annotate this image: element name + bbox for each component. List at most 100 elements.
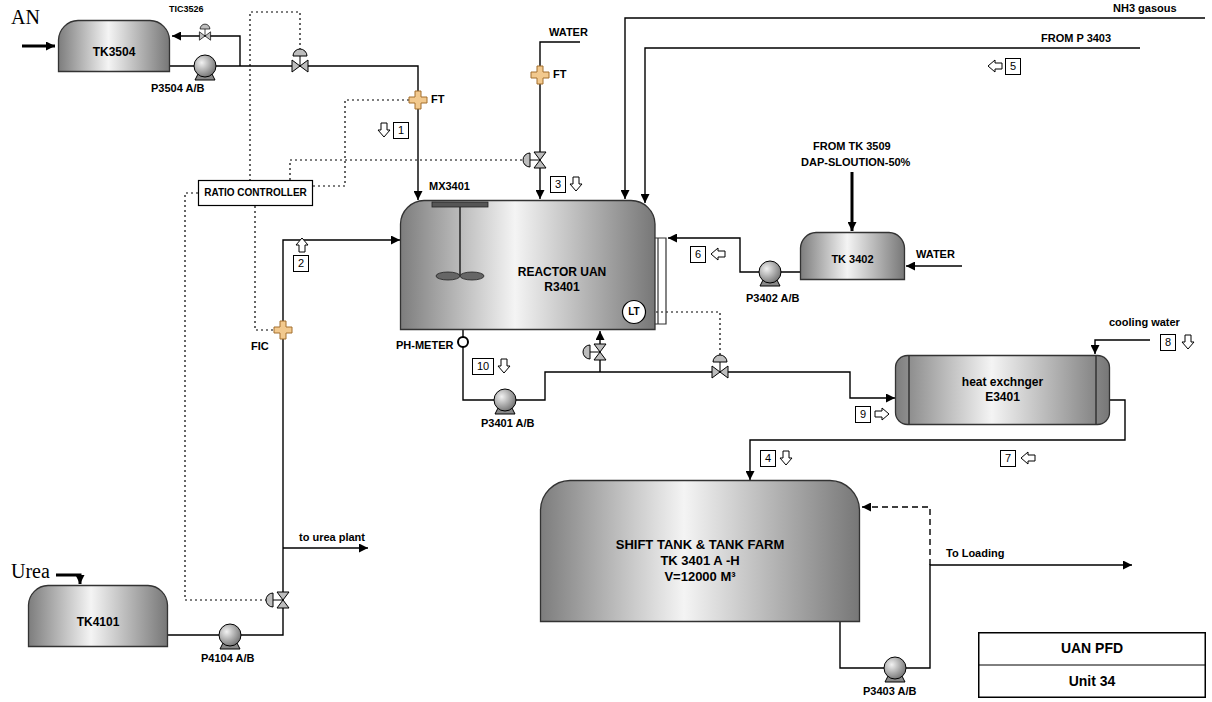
node-text: REACTOR UAN R3401 — [507, 265, 617, 295]
node-text: TK 3401 A -H — [660, 553, 739, 569]
control-valve — [292, 49, 308, 72]
callout-arrow — [296, 60, 1194, 465]
pump-tag: P3504 A/B — [150, 82, 205, 95]
ph-meter — [458, 337, 468, 347]
title-block-outline — [978, 633, 1206, 698]
storage-tank: TK3504 — [58, 20, 170, 72]
control-valve — [590, 352, 600, 353]
stream-label: NH3 gasous — [1112, 2, 1178, 15]
flow-transmitter — [531, 66, 549, 84]
heat-exchanger: heat exchnger E3401 — [895, 355, 1110, 425]
title-divider — [978, 665, 1206, 666]
storage-tank-outline — [59, 21, 170, 72]
control-valve — [266, 593, 273, 607]
control-valve — [712, 355, 728, 378]
instrument-bubble — [623, 301, 646, 324]
instrument-tag: TIC3526 — [168, 4, 205, 15]
stream-label: WATER — [915, 248, 956, 261]
node-content: LT — [622, 300, 646, 324]
pump — [219, 624, 241, 646]
signal-line — [290, 160, 524, 180]
node-content: TK3504 — [58, 20, 170, 72]
storage-tank-outline — [801, 233, 905, 280]
callout-arrow — [378, 123, 390, 137]
signal-line — [306, 100, 409, 186]
storage-tank: TK4101 — [28, 585, 168, 647]
node-text: TK4101 — [77, 615, 120, 630]
node-text: LT — [628, 306, 639, 319]
process-line — [840, 622, 884, 668]
storage-tank: TK 3402 — [800, 232, 905, 280]
node-text: TK 3402 — [831, 253, 873, 267]
tube-sheet — [1095, 356, 1097, 424]
node-text: Unit 34 — [978, 665, 1206, 698]
instrument-tag: FT — [552, 68, 567, 81]
node-content: TK 3402 — [800, 232, 905, 280]
instrument-tag: FT — [430, 93, 445, 106]
callout-number: 3 — [550, 176, 566, 193]
pipe-connector — [170, 66, 418, 200]
pump — [759, 261, 781, 286]
node-text: V=12000 M³ — [664, 569, 735, 585]
instrument-tag: FIC — [250, 340, 270, 353]
stream-label: FROM TK 3509 — [812, 140, 892, 153]
callout-number: 8 — [1160, 334, 1176, 351]
tank-body — [29, 586, 168, 647]
stream-label: WATER — [548, 26, 589, 39]
stream-label: cooling water — [1108, 316, 1181, 329]
callout-number: 5 — [1005, 58, 1021, 75]
pump — [494, 389, 516, 414]
callout-arrow — [988, 60, 1002, 72]
node-text: UAN PFD — [978, 632, 1206, 665]
control-valve — [523, 153, 530, 167]
node-content: RATIO CONTROLLER — [198, 180, 313, 206]
callout-number: 10 — [472, 358, 494, 375]
reactor-vessel: REACTOR UAN R3401LT — [400, 200, 668, 330]
flow-transmitter — [274, 321, 292, 339]
stream-label: To Loading — [945, 547, 1005, 560]
reactor-body — [401, 201, 656, 330]
signal-line — [250, 12, 300, 180]
tube-sheet — [908, 356, 910, 424]
callout-arrow — [1021, 452, 1035, 464]
exchanger-shell — [896, 356, 1110, 425]
callout-number: 6 — [690, 246, 706, 263]
tank-body — [801, 233, 905, 280]
stream-label: FROM P 3403 — [1040, 32, 1112, 45]
mixer-drive — [432, 202, 488, 207]
control-valve — [523, 152, 546, 168]
reactor-jacket — [655, 238, 666, 324]
callout-arrow — [498, 359, 510, 373]
control-valve — [273, 600, 283, 601]
pump — [494, 389, 516, 411]
mixer-shaft — [459, 207, 461, 276]
control-valve — [199, 24, 210, 40]
callout-number: 4 — [760, 450, 776, 467]
signal-line — [646, 312, 720, 356]
pump — [759, 261, 781, 283]
process-line — [1095, 340, 1150, 354]
node-text: TK3504 — [93, 45, 136, 60]
tank-body — [541, 481, 860, 622]
control-valve — [200, 24, 210, 29]
pipe-connector — [463, 330, 895, 400]
pump — [884, 657, 906, 682]
mixer-blade — [436, 272, 460, 280]
callout-arrow — [711, 248, 725, 260]
callout-number: 1 — [393, 122, 409, 139]
callout-number: 7 — [1000, 450, 1016, 467]
ph-meter — [458, 337, 468, 347]
process-line — [906, 265, 962, 266]
control-valve — [530, 160, 540, 161]
signal-line — [255, 206, 274, 330]
pump — [219, 624, 241, 649]
pump-tag: P3401 A/B — [480, 417, 535, 430]
instrument-tag: PH-METER — [395, 339, 454, 352]
control-valve — [205, 29, 206, 36]
callout-arrow — [570, 177, 582, 191]
pump — [884, 657, 906, 679]
pipe-connector — [168, 240, 400, 635]
control-valve — [583, 345, 590, 359]
